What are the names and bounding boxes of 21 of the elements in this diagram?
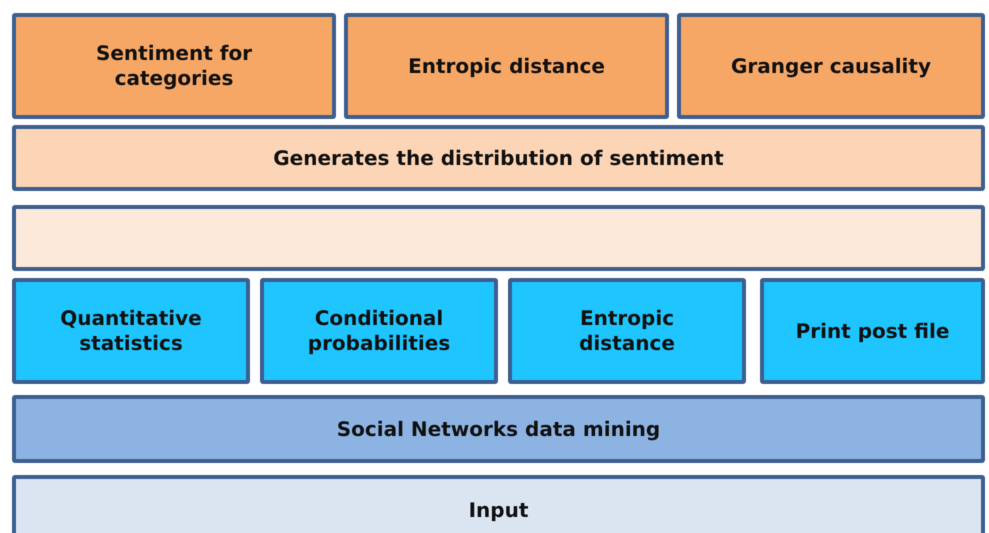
layer-label: Granger causality bbox=[730, 54, 932, 78]
band-panel bbox=[12, 205, 985, 271]
layer-box bbox=[760, 278, 985, 384]
layer-label: Sentiment for categories bbox=[94, 41, 254, 91]
layer-label: Conditional probabilities bbox=[306, 306, 452, 356]
layer-label: Generates the distribution of sentiment bbox=[273, 146, 724, 170]
layer-box bbox=[12, 278, 250, 384]
layer-box bbox=[12, 125, 985, 191]
layer-label: Print post file bbox=[796, 318, 950, 344]
layer-box bbox=[508, 278, 746, 384]
layer-box bbox=[677, 13, 985, 119]
layer-label: Entropic distance bbox=[408, 54, 605, 78]
layer-box bbox=[260, 278, 498, 384]
layer-box bbox=[12, 395, 985, 463]
layer-box bbox=[12, 13, 336, 119]
layer-label: Quantitative statistics bbox=[59, 306, 203, 356]
layer-label: Social Networks data mining bbox=[336, 416, 660, 442]
layer-label: Input bbox=[468, 498, 528, 522]
layer-box bbox=[344, 13, 669, 119]
layer-label: Entropic distance bbox=[578, 306, 676, 356]
layer-box bbox=[12, 475, 985, 533]
